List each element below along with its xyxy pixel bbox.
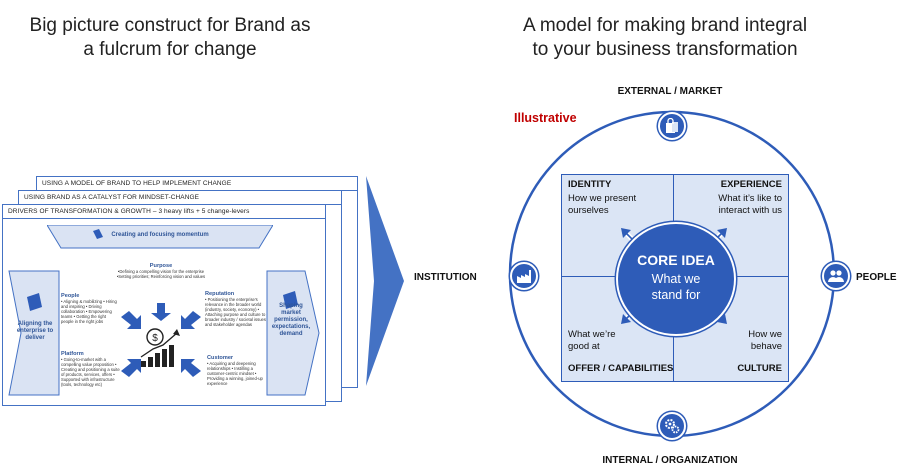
lever-purpose: Purpose •Defining a compelling vision fo…: [113, 263, 209, 279]
svg-text:$: $: [152, 333, 158, 344]
lever-customer: Customer • Acquiring and deepening relat…: [207, 355, 269, 386]
lever-reputation-text: • Positioning the enterprise's relevance…: [205, 297, 266, 327]
left-side-chevron: [8, 270, 60, 396]
right-title: A model for making brand integral to you…: [430, 14, 900, 62]
lever-platform-text: • Going-to-market with a compelling valu…: [61, 357, 120, 387]
left-title-line2: a fulcrum for change: [83, 39, 257, 60]
axis-top-label: EXTERNAL / MARKET: [617, 86, 723, 97]
experience-text: What it’s like to interact with us: [718, 193, 782, 216]
lever-platform-title: Platform: [61, 351, 84, 357]
left-side-label: Aligning the enterprise to deliver: [16, 321, 54, 341]
offer-title: OFFER / CAPABILITIES: [568, 363, 674, 374]
right-title-line2: to your business transformation: [532, 39, 798, 60]
axis-left-label: INSTITUTION: [414, 272, 477, 283]
lever-people-text: • Aligning & mobilizing • Hiring and ins…: [61, 299, 117, 324]
core-idea-circle: CORE IDEA What we stand for: [616, 222, 736, 336]
card-front-header: DRIVERS OF TRANSFORMATION & GROWTH – 3 h…: [3, 205, 325, 219]
card-front: DRIVERS OF TRANSFORMATION & GROWTH – 3 h…: [2, 204, 326, 406]
levers-diagram: $: [121, 303, 201, 377]
identity-text: How we present ourselves: [568, 193, 637, 216]
illustrative-label: Illustrative: [514, 111, 577, 125]
right-title-line1: A model for making brand integral: [522, 15, 808, 36]
transition-arrow: [366, 176, 404, 386]
momentum-banner: [47, 225, 273, 249]
core-idea-title: CORE IDEA: [637, 252, 715, 268]
axis-right-label: PEOPLE: [856, 272, 897, 283]
experience-title: EXPERIENCE: [720, 179, 782, 190]
lever-people: People • Aligning & mobilizing • Hiring …: [61, 293, 117, 324]
identity-title: IDENTITY: [568, 179, 612, 190]
axis-bottom-label: INTERNAL / ORGANIZATION: [602, 455, 738, 466]
left-title-line1: Big picture construct for Brand as: [29, 15, 311, 36]
culture-title: CULTURE: [737, 363, 782, 374]
card-middle-header: USING BRAND AS A CATALYST FOR MINDSET-CH…: [19, 191, 341, 205]
people-icon: [822, 262, 850, 290]
lever-customer-title: Customer: [207, 355, 234, 361]
core-idea-text: What we stand for: [651, 272, 701, 302]
lever-people-title: People: [61, 293, 80, 299]
lever-platform: Platform • Going-to-market with a compel…: [61, 351, 121, 387]
right-side-chevron: [266, 270, 320, 396]
offer-text: What we’re good at: [568, 329, 616, 352]
lever-purpose-text: •Defining a compelling vision for the en…: [116, 269, 206, 279]
culture-text: How we behave: [748, 329, 782, 352]
lever-reputation: Reputation • Positioning the enterprise'…: [205, 291, 269, 327]
momentum-banner-label: Creating and focusing momentum: [111, 232, 209, 238]
right-side-label: Shaping market permission, expectations,…: [271, 303, 311, 337]
lever-customer-text: • Acquiring and deepening relationships …: [207, 361, 263, 386]
gears-icon: [658, 412, 686, 440]
factory-icon: [510, 262, 538, 290]
left-title: Big picture construct for Brand as a ful…: [0, 14, 340, 62]
shopping-bag-icon: [658, 112, 686, 140]
card-back-header: USING A MODEL OF BRAND TO HELP IMPLEMENT…: [37, 177, 357, 191]
lever-purpose-title: Purpose: [149, 263, 173, 269]
lever-reputation-title: Reputation: [205, 291, 235, 297]
